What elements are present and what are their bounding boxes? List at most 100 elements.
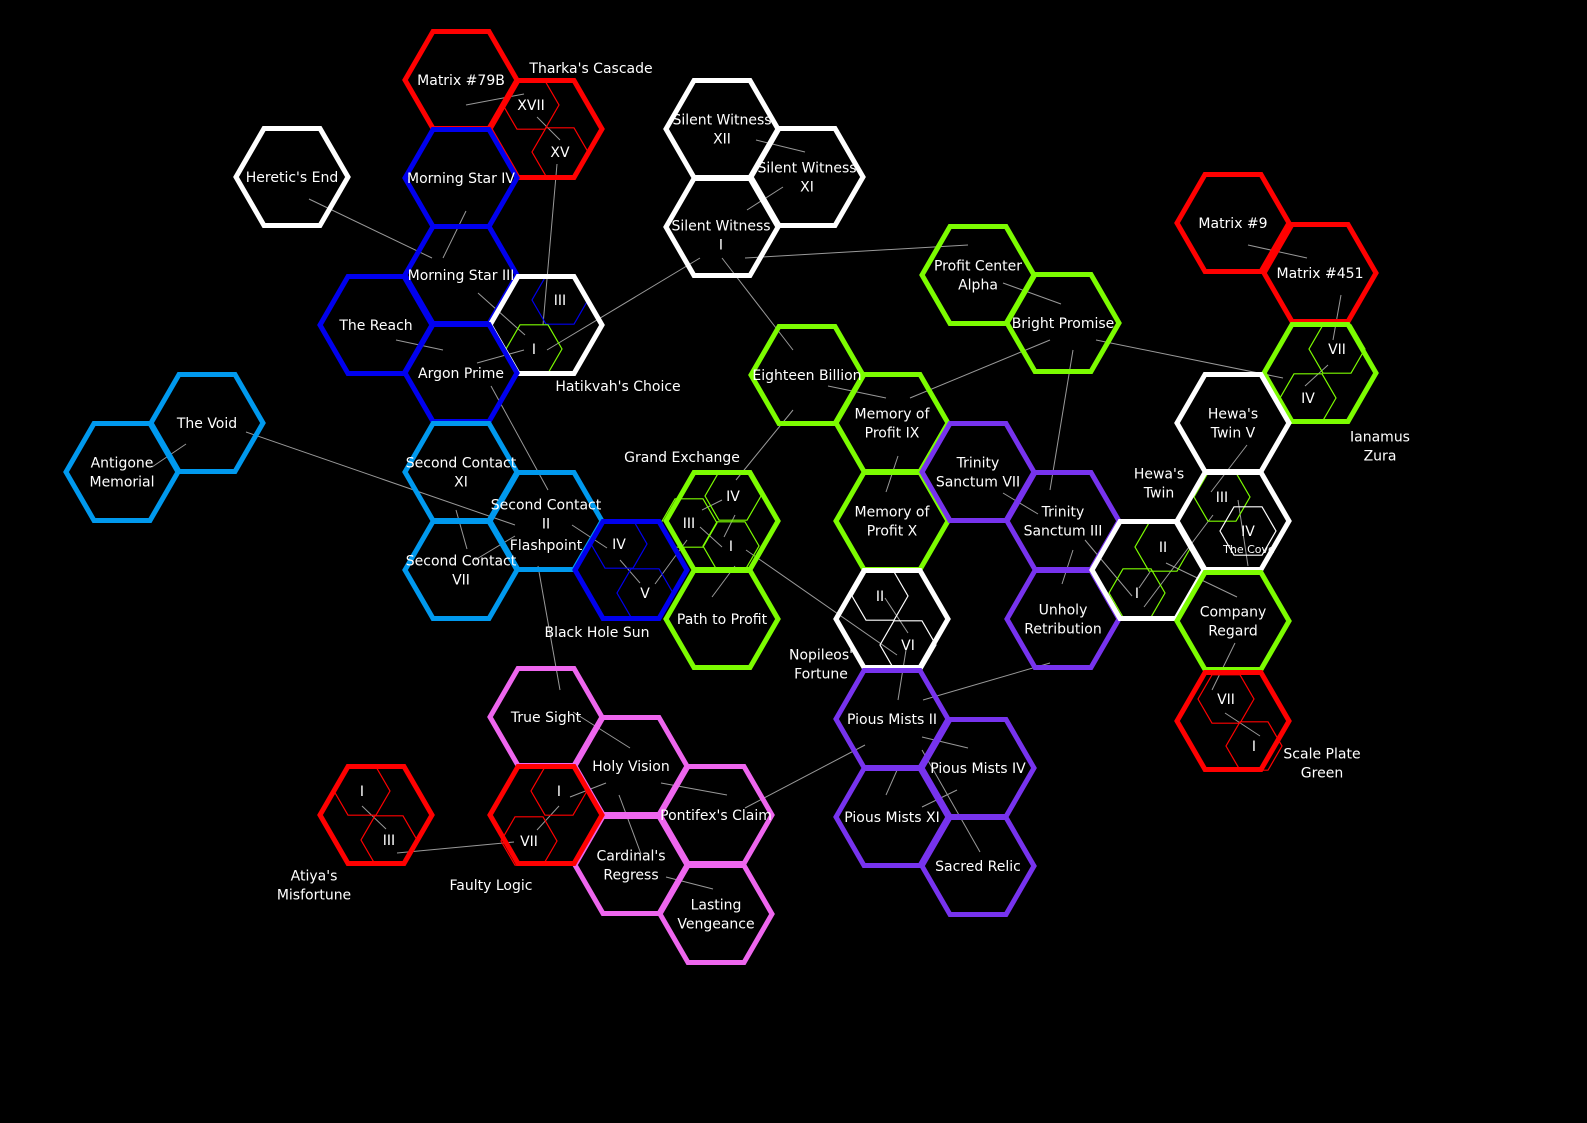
sector-label-true-sight: True Sight <box>510 710 582 726</box>
sector-hex-matrix-451[interactable] <box>1261 222 1379 324</box>
connector-line <box>885 767 899 796</box>
sector-label-the-reach: The Reach <box>338 318 412 334</box>
sector-name-atiyas-misfortune: Atiya's <box>291 869 338 885</box>
sector-hex-scale-plate-green[interactable] <box>1174 670 1292 772</box>
subsector-label-nop-vi: VI <box>901 638 915 654</box>
connector-line <box>465 93 525 106</box>
sector-label-second-contact-vii: Second Contact <box>406 554 517 570</box>
connector-line <box>396 841 515 854</box>
connector-line <box>827 385 887 399</box>
sector-hex-nopileos-fortune[interactable] <box>833 568 951 670</box>
sector-label-memory-of-profit-ix: Profit IX <box>865 426 920 442</box>
sector-label-memory-of-profit-x: Memory of <box>855 505 931 521</box>
subsector-label-ge-iii: III <box>683 516 695 532</box>
sector-label-silent-witness-xi: Silent Witness <box>757 161 856 177</box>
sector-label-cardinals-regress: Cardinal's <box>596 849 665 865</box>
connector-line <box>1224 712 1261 737</box>
sector-name-tharkas-cascade: Tharka's Cascade <box>528 61 652 77</box>
subsector-label-scale-i: I <box>1252 739 1256 755</box>
sector-hex-silent-witness-i[interactable] <box>663 176 781 278</box>
subsector-label-ge-iv: IV <box>726 489 740 505</box>
subsector-label-tharka-xv: XV <box>550 145 570 161</box>
sector-hex-ianamus-zura[interactable] <box>1261 322 1379 424</box>
connector-line <box>455 509 468 550</box>
sector-hex-sacred-relic[interactable] <box>919 815 1037 917</box>
sector-hex-matrix-9[interactable] <box>1174 172 1292 274</box>
sector-hex-antigone-memorial[interactable] <box>63 421 181 523</box>
sector-hex-layer <box>63 29 1379 965</box>
subsector-label-scale-vii: VII <box>1217 692 1235 708</box>
sector-label-hewas-twin-v: Twin V <box>1210 426 1256 442</box>
connector-line <box>1002 282 1062 305</box>
sector-label-silent-witness-xii: Silent Witness <box>672 113 771 129</box>
connector-line <box>897 649 907 701</box>
sector-label-matrix-451: Matrix #451 <box>1277 266 1364 282</box>
connector-line <box>477 292 526 336</box>
connector-line <box>1332 294 1342 341</box>
connector-line <box>1210 444 1248 493</box>
connector-line <box>1002 492 1039 515</box>
connector-line <box>474 535 516 561</box>
subsector-label-hatikvah-iii: III <box>554 293 566 309</box>
sector-label-matrix-79b: Matrix #79B <box>417 73 505 89</box>
sector-hex-heretics-end[interactable] <box>233 126 351 228</box>
sector-name-atiyas-misfortune: Misfortune <box>277 888 351 904</box>
sector-label-pious-mists-iv: Pious Mists IV <box>930 761 1026 777</box>
sector-hex-company-regard[interactable] <box>1174 570 1292 672</box>
subsector-label-cove-iv: IV <box>1241 524 1255 540</box>
sector-label-cardinals-regress: Regress <box>603 868 658 884</box>
sector-name-hatikvahs-choice: Hatikvah's Choice <box>555 379 680 395</box>
sector-name-scale-plate-green: Scale Plate <box>1283 747 1360 763</box>
subsector-label-hewa-i: I <box>1135 586 1139 602</box>
sector-hex-path-to-profit[interactable] <box>663 568 781 670</box>
sector-label-argon-prime: Argon Prime <box>418 366 504 382</box>
sector-name-hewas-twin: Twin <box>1143 486 1174 502</box>
sector-label-trinity-sanctum-vii: Sanctum VII <box>936 475 1020 491</box>
connector-line <box>536 805 560 831</box>
connector-line <box>921 749 981 853</box>
sector-label-lasting-vengeance: Lasting <box>691 898 742 914</box>
subsector-label-ge-i: I <box>729 539 733 555</box>
connector-line <box>909 339 1051 399</box>
subsector-hex-cove-iv[interactable] <box>1219 506 1277 556</box>
sector-hex-the-cove[interactable] <box>1174 470 1292 572</box>
sector-hex-atiyas-misfortune[interactable] <box>317 764 435 866</box>
connector-line <box>1138 571 1151 589</box>
sector-name-grand-exchange: Grand Exchange <box>624 450 740 466</box>
sector-hex-bright-promise[interactable] <box>1004 272 1122 374</box>
sector-name-nopileos-fortune: Fortune <box>794 667 848 683</box>
sector-hex-black-hole-sun[interactable] <box>572 519 690 621</box>
subsector-label-atiya-i: I <box>360 784 364 800</box>
connector-line <box>442 210 467 259</box>
connector-line <box>701 499 723 511</box>
connector-line <box>735 409 794 481</box>
sector-hex-hewas-twin-v[interactable] <box>1174 372 1292 474</box>
sector-label-company-regard: Company <box>1200 605 1267 621</box>
sector-name-ianamus-zura: Ianamus <box>1350 430 1410 446</box>
sector-label-matrix-9: Matrix #9 <box>1198 216 1267 232</box>
connector-line <box>721 257 794 351</box>
sector-label-second-contact-xi: XI <box>454 475 468 491</box>
connector-line <box>245 431 516 526</box>
sector-label-silent-witness-i: Silent Witness <box>671 219 770 235</box>
connector-line <box>744 244 969 259</box>
sector-label-trinity-sanctum-iii: Trinity <box>1041 505 1085 521</box>
subsector-label-bhs-v: V <box>640 586 650 602</box>
sector-name-flashpoint: Flashpoint <box>510 538 583 554</box>
connector-line <box>1143 514 1214 608</box>
sector-label-sacred-relic: Sacred Relic <box>935 859 1021 875</box>
sector-label-antigone-memorial: Antigone <box>91 456 154 472</box>
connector-line <box>699 526 723 548</box>
sector-hex-second-contact-vii[interactable] <box>402 519 520 621</box>
sector-label-unholy-retribution: Retribution <box>1024 622 1101 638</box>
sector-hex-faulty-logic[interactable] <box>487 764 605 866</box>
subsector-hex-scale-i[interactable] <box>1225 721 1283 771</box>
connector-line <box>665 876 714 890</box>
sector-label-second-contact-vii: VII <box>452 573 470 589</box>
connector-line <box>922 662 1051 701</box>
sector-label-pious-mists-xi: Pious Mists XI <box>844 810 939 826</box>
sector-label-second-contact-xi: Second Contact <box>406 456 517 472</box>
sector-label-unholy-retribution: Unholy <box>1039 603 1088 619</box>
sector-hex-lasting-vengeance[interactable] <box>657 863 775 965</box>
